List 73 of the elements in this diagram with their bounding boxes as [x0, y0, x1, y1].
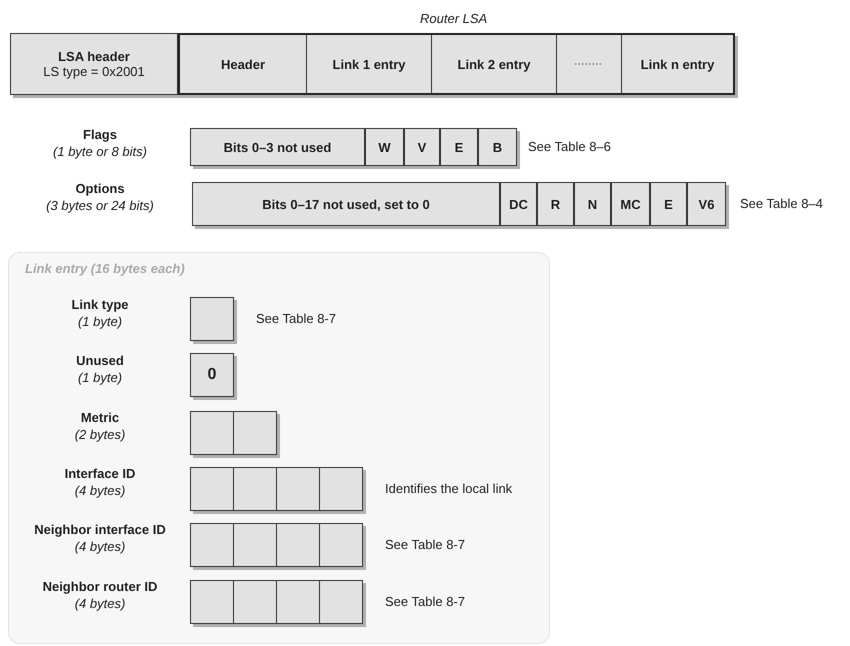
field-note: See Table 8-7	[256, 311, 336, 326]
field-size: (4 bytes)	[74, 483, 126, 498]
field-label: W	[378, 140, 391, 154]
field-label: DC	[509, 196, 528, 212]
field-name: Neighbor interface ID	[34, 522, 166, 537]
byte-field	[319, 580, 363, 624]
field-label: E	[664, 196, 673, 212]
field-label: Bits 0–3 not used	[224, 140, 332, 154]
flag-bit	[404, 128, 440, 166]
field-name: Metric	[80, 410, 120, 425]
field-label: V6	[698, 196, 714, 212]
field-label: R	[550, 196, 560, 212]
byte-field	[233, 411, 277, 455]
flag-bit	[440, 128, 478, 166]
field-name: Unused	[76, 353, 124, 368]
option-bit	[687, 182, 726, 226]
option-bit	[537, 182, 574, 226]
byte-field	[190, 580, 234, 624]
byte-field	[276, 523, 320, 567]
byte-field	[276, 580, 320, 624]
field-label: Link n entry	[640, 56, 714, 72]
field-name: Neighbor router ID	[42, 579, 158, 594]
byte-field	[233, 523, 277, 567]
byte-field	[190, 297, 234, 341]
field-label: Bits 0–17 not used, set to 0	[262, 196, 430, 212]
field-name: Interface ID	[64, 466, 136, 481]
byte-field	[190, 353, 234, 397]
field-note: See Table 8-7	[385, 537, 465, 552]
option-bit	[650, 182, 687, 226]
flag-bit	[365, 128, 404, 166]
byte-field	[233, 580, 277, 624]
option-bit	[500, 182, 537, 226]
field-note: See Table 8–4	[740, 196, 823, 211]
byte-field	[319, 467, 363, 511]
link-entry-panel	[8, 252, 550, 644]
field-label: Link 2 entry	[458, 56, 530, 72]
field-label: E	[454, 140, 464, 154]
field-size: (2 bytes)	[74, 427, 126, 442]
field-label: LSA header	[58, 49, 130, 64]
field-label: 0	[208, 366, 216, 384]
field-label: Header	[220, 56, 266, 72]
field-label: LS type = 0x2001	[43, 64, 145, 79]
byte-field	[276, 467, 320, 511]
byte-field	[233, 467, 277, 511]
bit-field	[192, 182, 500, 226]
field-name: Flags	[83, 127, 117, 142]
bit-field	[190, 128, 365, 166]
byte-field	[190, 411, 234, 455]
field-name: Link type	[71, 297, 129, 312]
field-label: B	[492, 140, 502, 154]
field-note: See Table 8–6	[528, 139, 611, 154]
section-title: Router LSA	[420, 11, 488, 26]
field-size: (1 byte or 8 bits)	[53, 144, 147, 159]
field-size: (4 bytes)	[74, 596, 126, 611]
field-name: Options	[75, 181, 125, 196]
option-bit	[574, 182, 611, 226]
option-bit	[611, 182, 650, 226]
byte-field	[190, 523, 234, 567]
byte-field	[319, 523, 363, 567]
field-label: N	[588, 196, 598, 212]
field-label: V	[418, 140, 426, 154]
field-size: (1 byte)	[78, 314, 122, 329]
field-label: MC	[620, 196, 641, 212]
panel-title: Link entry (16 bytes each)	[25, 261, 185, 276]
field-note: Identifies the local link	[385, 481, 512, 496]
flag-bit	[478, 128, 517, 166]
field-size: (3 bytes or 24 bits)	[46, 198, 154, 213]
field-size: (1 byte)	[78, 370, 122, 385]
field-label: Link 1 entry	[332, 56, 406, 72]
byte-field	[190, 467, 234, 511]
header-field	[10, 33, 178, 95]
field-size: (4 bytes)	[74, 539, 126, 554]
field-note: See Table 8-7	[385, 594, 465, 609]
